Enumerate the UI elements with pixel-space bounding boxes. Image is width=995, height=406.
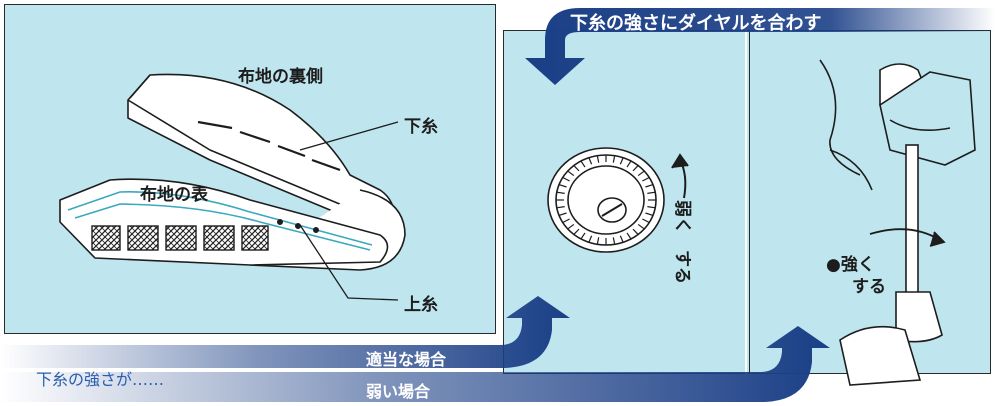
dial-tooth — [612, 155, 616, 163]
rotate-arrow-icon — [671, 153, 689, 199]
dial-tooth — [562, 218, 570, 224]
dial-teeth — [556, 155, 656, 245]
upper-thread-label: 上糸 — [404, 295, 438, 315]
hand-and-screwdriver — [819, 59, 976, 386]
dial-tooth — [580, 160, 586, 168]
dial-tooth — [596, 237, 600, 245]
top-banner-label: 下糸の強さにダイヤルを合わす — [570, 13, 822, 34]
dial-tooth — [645, 184, 654, 188]
top-direction-arrow — [525, 8, 995, 85]
case-weak-label: 弱い場合 — [366, 382, 431, 401]
strengthen-label-2: する — [852, 277, 886, 297]
dial-tooth — [558, 212, 567, 216]
bobbin-dial — [547, 147, 665, 253]
fabric-cross-section — [91, 225, 269, 251]
weaken-label-1: 弱く — [672, 200, 692, 234]
dial-tooth — [642, 218, 650, 224]
dial-tooth — [626, 232, 632, 240]
bottom-flow-arrows — [0, 296, 830, 402]
dial-tooth — [567, 223, 575, 230]
dial-tooth — [556, 206, 565, 209]
panel-gap — [745, 30, 747, 374]
dial-tooth — [580, 232, 586, 240]
dial-tooth — [647, 206, 656, 209]
dial-tooth — [612, 237, 616, 245]
weaken-label-2: する — [672, 250, 692, 284]
dial-tooth — [645, 212, 654, 216]
dial-tooth — [573, 165, 580, 172]
dial-tooth — [562, 176, 570, 182]
strengthen-label-1: ●強く — [826, 255, 875, 275]
dial-tooth — [619, 157, 624, 165]
dial-tooth — [596, 155, 600, 163]
fabric-back-label: 布地の裏側 — [238, 67, 323, 87]
label-leaders — [299, 121, 399, 301]
dial-tooth — [573, 228, 580, 235]
dial-tooth — [588, 235, 593, 243]
dial-tooth — [647, 191, 656, 194]
dial-tooth — [588, 157, 593, 165]
dial-tooth — [626, 160, 632, 168]
bobbin-thread-label: 下糸 — [404, 117, 438, 137]
bottom-intro-label: 下糸の強さが…… — [36, 370, 165, 389]
case-appropriate-label: 適当な場合 — [366, 350, 447, 369]
dial-tooth — [567, 170, 575, 177]
dial-tooth — [556, 191, 565, 194]
screw-turn-arrow — [869, 228, 946, 247]
panel-divider — [749, 30, 750, 374]
dial-tooth — [632, 228, 639, 235]
dial-tooth — [637, 170, 645, 177]
fabric-front-label: 布地の表 — [140, 185, 208, 205]
dial-tooth — [632, 165, 639, 172]
dial-tooth — [619, 235, 624, 243]
dial-tooth — [642, 176, 650, 182]
dial-tooth — [558, 184, 567, 188]
dial-tooth — [637, 223, 645, 230]
